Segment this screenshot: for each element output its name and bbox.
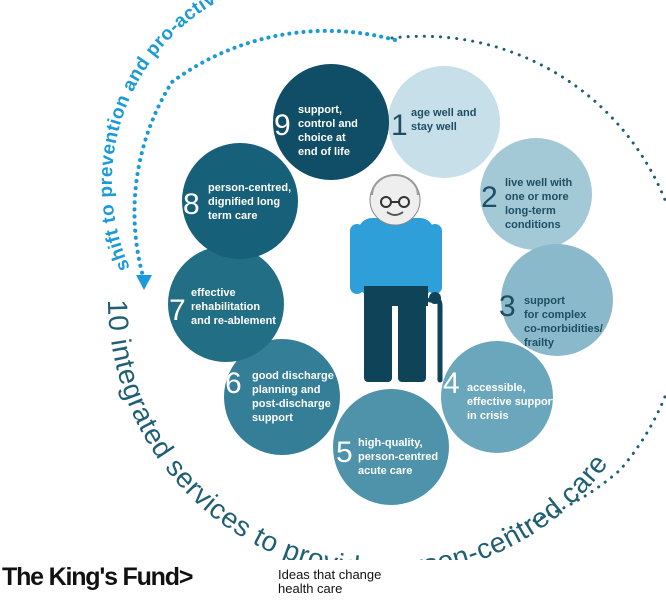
tagline: Ideas that change health care xyxy=(278,567,382,596)
service-circle-1: 1 age well and stay well xyxy=(388,66,500,178)
svg-text:7: 7 xyxy=(169,294,186,327)
person-arm-right xyxy=(428,224,442,294)
person-leg-right xyxy=(398,300,426,382)
service-circle-8: 8 person-centred, dignified long term ca… xyxy=(182,143,298,259)
svg-text:support, control and: support, control and choice at end of li… xyxy=(298,104,361,158)
person-smile xyxy=(386,211,404,216)
service-circle-4: 4 accessible, effective support in crisi… xyxy=(441,341,559,453)
person-leg-left xyxy=(364,300,392,382)
svg-text:support for complex: support for complex co-morbidities/ frai… xyxy=(524,295,606,349)
person-body xyxy=(358,218,434,296)
dotted-arc-right xyxy=(390,34,666,532)
integrated-care-diagram: shift to prevention and pro-active care … xyxy=(96,0,666,560)
service-circle-6: 6 good discharge planning and post-disch… xyxy=(224,339,340,455)
service-circle-3: 3 support for complex co-morbidities/ fr… xyxy=(499,244,613,356)
svg-text:accessible, effective su: accessible, effective support in crisis xyxy=(467,382,559,422)
svg-text:3: 3 xyxy=(499,290,516,323)
svg-text:6: 6 xyxy=(225,367,242,400)
arrowhead-icon xyxy=(136,275,152,290)
svg-text:age well and stay well: age well and stay well xyxy=(411,107,479,133)
service-circle-2: 2 live well with one or more long-term c… xyxy=(480,138,592,250)
svg-text:live well with one or mo: live well with one or more long-term con… xyxy=(505,177,575,231)
svg-text:2: 2 xyxy=(481,181,498,214)
svg-text:person-centred, dignifie: person-centred, dignified long term care xyxy=(208,182,294,222)
svg-text:high-quality, person-cen: high-quality, person-centred acute care xyxy=(358,437,441,477)
kings-fund-logo: The King's Fund> xyxy=(2,563,194,591)
elderly-person-icon xyxy=(350,174,443,383)
svg-text:4: 4 xyxy=(443,367,460,400)
dotted-arc-left xyxy=(132,28,397,282)
person-hair xyxy=(371,174,419,196)
chevron-right-icon: > xyxy=(178,563,194,591)
svg-text:effective rehabilitation: effective rehabilitation and re-ablement xyxy=(191,287,276,327)
svg-text:5: 5 xyxy=(336,436,353,469)
service-circle-7: 7 effective rehabilitation and re-ableme… xyxy=(168,246,284,362)
service-circle-5: 5 high-quality, person-centred acute car… xyxy=(333,389,449,505)
svg-text:good discharge planning: good discharge planning and post-dischar… xyxy=(252,370,337,424)
service-circle-9: 9 support, control and choice at end of … xyxy=(273,64,389,180)
walking-cane-icon xyxy=(427,296,443,383)
svg-text:1: 1 xyxy=(391,109,408,142)
svg-text:9: 9 xyxy=(274,109,291,142)
person-arm-left xyxy=(350,224,364,294)
svg-text:8: 8 xyxy=(183,188,200,221)
